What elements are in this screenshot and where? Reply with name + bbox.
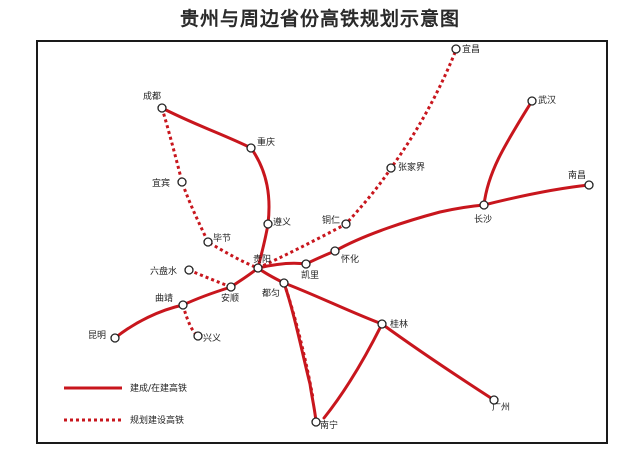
node-xingyi	[193, 331, 203, 341]
label-yibin: 宜宾	[152, 177, 170, 189]
label-nanning: 南宁	[320, 419, 338, 431]
label-changsha: 长沙	[474, 213, 492, 225]
node-yichang	[451, 44, 461, 54]
label-anshun: 安顺	[221, 292, 239, 304]
node-tongren	[341, 219, 351, 229]
legend-planned-label: 规划建设高铁	[130, 414, 184, 426]
rail-plan-chengdu-guiyang	[160, 107, 259, 270]
node-chengdu	[157, 103, 167, 113]
node-duyun	[279, 278, 289, 288]
label-qujing: 曲靖	[155, 292, 173, 304]
rail-plan-liupanshui-anshun	[188, 268, 232, 289]
map-title: 贵州与周边省份高铁规划示意图	[179, 8, 460, 30]
node-zunyi	[263, 219, 273, 229]
node-liupanshui	[184, 265, 194, 275]
legend: 建成/在建高铁 规划建设高铁	[64, 382, 187, 426]
node-guilin	[377, 319, 387, 329]
node-nanchang	[584, 180, 594, 190]
label-guiyang: 贵阳	[253, 253, 271, 265]
label-kaili: 凯里	[301, 269, 319, 281]
label-zhangjiajie: 张家界	[398, 161, 425, 173]
rail-plan-guiyang-wuhan	[257, 49, 458, 270]
legend-built-label: 建成/在建高铁	[130, 382, 187, 394]
node-bijie	[203, 237, 213, 247]
node-guiyang	[253, 263, 263, 273]
node-kunming	[110, 333, 120, 343]
node-wuhan	[527, 96, 537, 106]
rail-chengdu-chongqing	[160, 106, 253, 150]
rail-guilin-nanning	[322, 322, 384, 420]
rail-guiyang-kunming	[113, 266, 260, 340]
node-kaili	[301, 259, 311, 269]
rail-changsha-wuhan	[482, 99, 534, 207]
node-guangzhou	[489, 395, 499, 405]
label-zunyi: 遵义	[273, 216, 291, 228]
map-frame	[36, 40, 608, 444]
rail-plan-duyun-nanning	[282, 282, 315, 399]
rail-plan-qujing-xingyi	[181, 304, 199, 338]
rail-guiyang-guangzhou	[256, 266, 496, 402]
label-duyun: 都匀	[262, 287, 280, 299]
node-huaihua	[330, 246, 340, 256]
label-tongren: 铜仁	[322, 214, 340, 226]
rail-guiyang-changsha	[256, 203, 486, 270]
node-anshun	[226, 282, 236, 292]
label-huaihua: 怀化	[341, 253, 359, 265]
node-zhangjiajie	[386, 163, 396, 173]
label-xingyi: 兴义	[203, 333, 221, 344]
rail-duyun-nanning	[282, 281, 318, 424]
label-bijie: 毕节	[213, 232, 231, 244]
node-nanning	[311, 417, 321, 427]
label-yichang: 宜昌	[462, 43, 480, 55]
node-yibin	[177, 177, 187, 187]
rail-chongqing-guiyang	[249, 146, 271, 270]
label-chongqing: 重庆	[257, 136, 275, 148]
label-guilin: 桂林	[390, 318, 408, 330]
label-chengdu: 成都	[143, 90, 161, 102]
rail-changsha-nanchang	[482, 183, 591, 207]
node-qujing	[178, 300, 188, 310]
label-wuhan: 武汉	[538, 94, 556, 106]
node-chongqing	[246, 143, 256, 153]
label-liupanshui: 六盘水	[150, 265, 177, 277]
label-guangzhou: 广州	[492, 401, 510, 413]
label-kunming: 昆明	[88, 330, 106, 341]
node-changsha	[479, 200, 489, 210]
label-nanchang: 南昌	[568, 169, 586, 181]
